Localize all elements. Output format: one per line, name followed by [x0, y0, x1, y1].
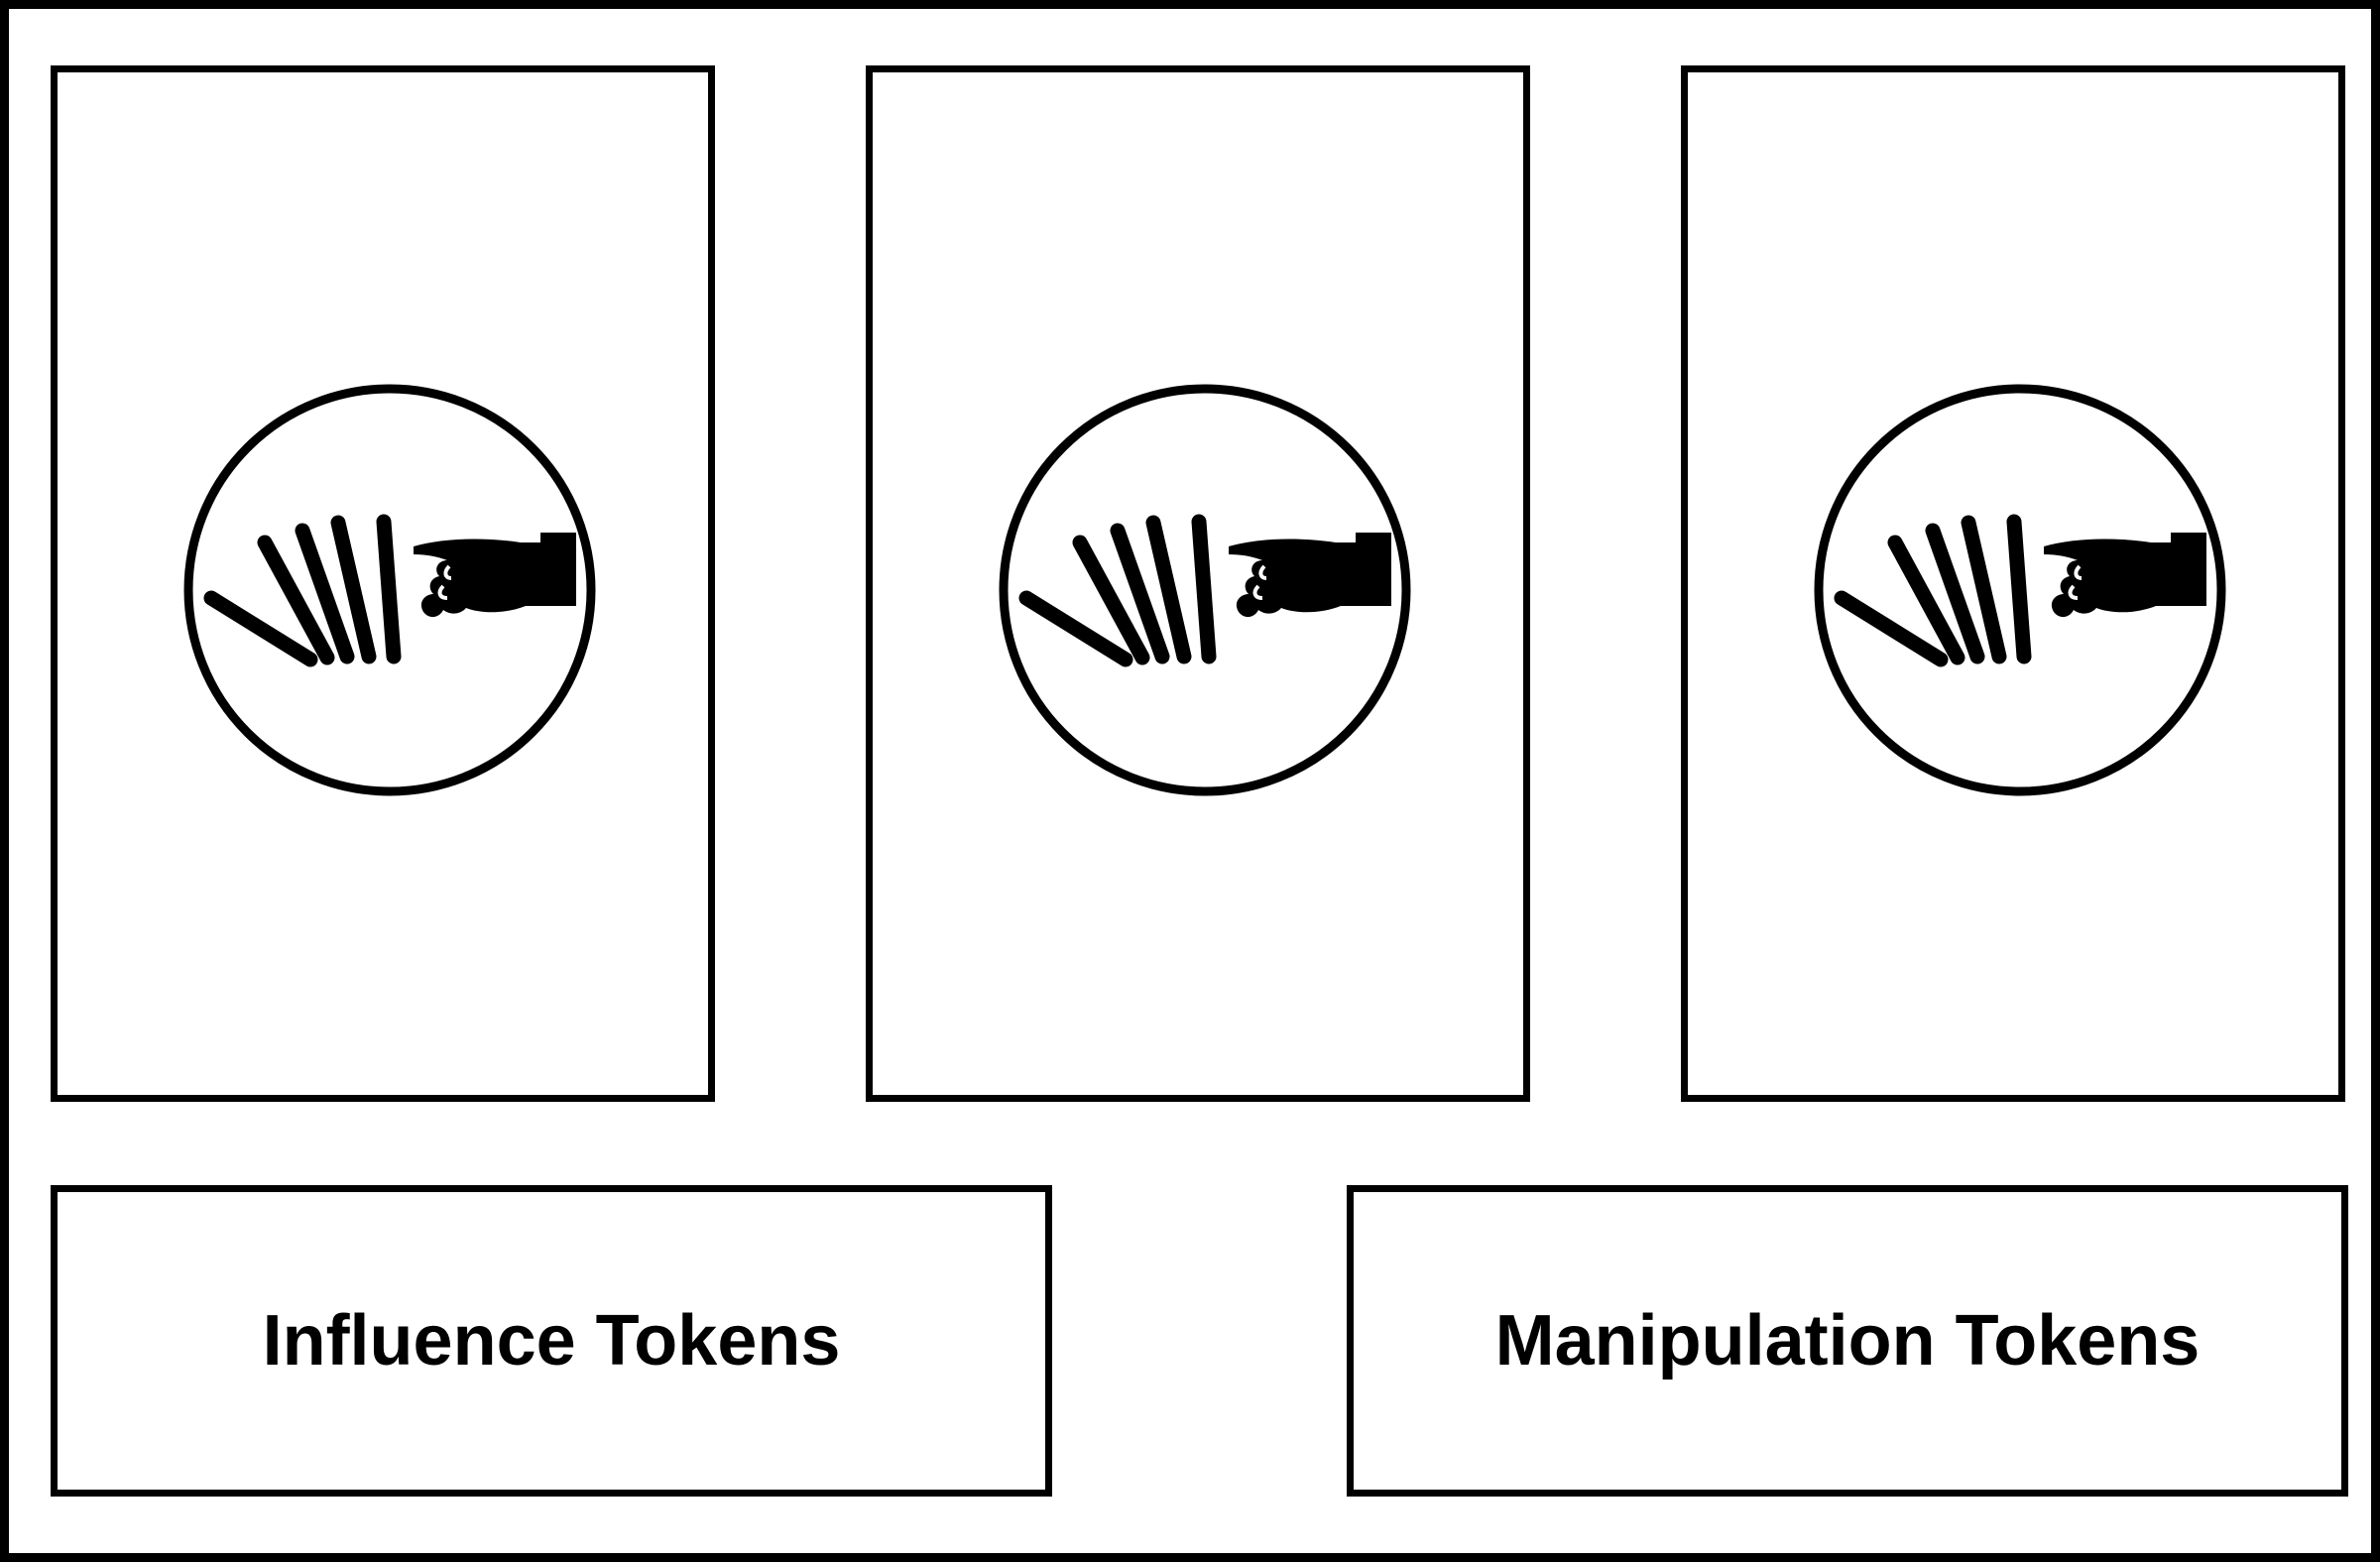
card-slot-1[interactable] [51, 65, 715, 1102]
influence-tokens-area[interactable]: Influence Tokens [51, 1185, 1052, 1497]
manipulation-tokens-area[interactable]: Manipulation Tokens [1347, 1185, 2348, 1497]
card-slot-2[interactable] [866, 65, 1530, 1102]
influence-tokens-label: Influence Tokens [262, 1301, 841, 1381]
dominoes-push-icon [183, 384, 596, 796]
dominoes-push-icon [999, 384, 1411, 796]
dominoes-push-icon [1814, 384, 2226, 796]
manipulation-tokens-label: Manipulation Tokens [1494, 1301, 2201, 1381]
card-slot-3[interactable] [1681, 65, 2345, 1102]
